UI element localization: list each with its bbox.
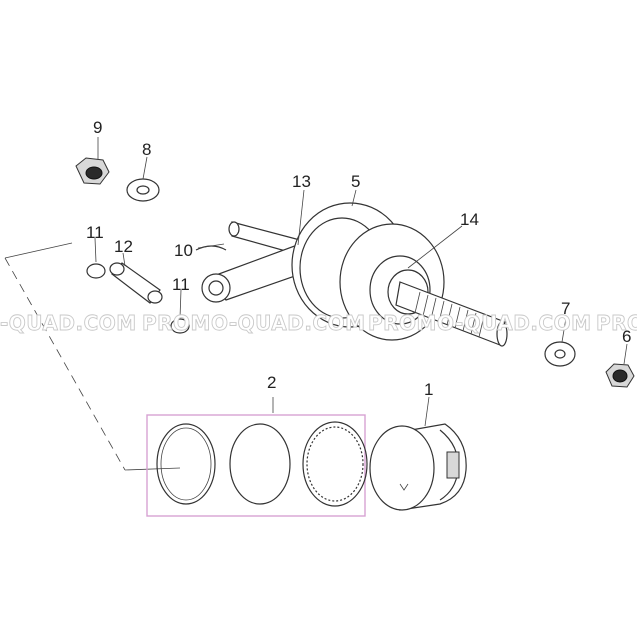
circlip-part-11-bottom bbox=[170, 289, 190, 334]
callout-13: 13 bbox=[292, 172, 311, 191]
nut-part-9 bbox=[75, 137, 110, 185]
watermark-segment-2: PROMO-QUAD.COM bbox=[142, 311, 366, 335]
callout-2: 2 bbox=[267, 373, 276, 392]
wrist-pin-part-12 bbox=[109, 252, 163, 304]
crankshaft-assembly-part-5 bbox=[201, 189, 508, 347]
nut-part-6 bbox=[605, 343, 635, 388]
callout-11-top: 11 bbox=[86, 223, 104, 242]
piston-part-1 bbox=[369, 396, 467, 511]
pin-part-10 bbox=[195, 243, 227, 251]
assembly-guide-line bbox=[4, 242, 181, 471]
watermark-segment-1: -QUAD.COM bbox=[0, 311, 137, 335]
callout-6: 6 bbox=[622, 327, 631, 346]
washer-part-7 bbox=[544, 317, 576, 367]
callout-1: 1 bbox=[424, 380, 433, 399]
circlip-part-11-top bbox=[86, 237, 106, 279]
washer-part-8 bbox=[126, 156, 160, 202]
watermark: -QUAD.COM PROMO-QUAD.COM PROMO-QUAD.COM … bbox=[0, 311, 637, 336]
callout-5: 5 bbox=[351, 172, 360, 191]
callout-10: 10 bbox=[174, 241, 193, 260]
callout-11-bottom: 11 bbox=[172, 275, 190, 294]
callout-labels: 1 2 5 6 7 8 9 10 11 11 12 13 14 bbox=[86, 118, 631, 399]
spline-teeth bbox=[414, 291, 485, 338]
watermark-segment-4: PRO bbox=[596, 311, 637, 335]
ring-set-box bbox=[146, 414, 366, 517]
callout-8: 8 bbox=[142, 140, 151, 159]
callout-14: 14 bbox=[460, 210, 479, 229]
callout-12: 12 bbox=[114, 237, 133, 256]
piston-rings-part-2 bbox=[146, 397, 368, 517]
watermark-segment-3: PROMO-QUAD.COM bbox=[368, 311, 592, 335]
callout-9: 9 bbox=[93, 118, 102, 137]
callout-7: 7 bbox=[561, 299, 570, 318]
